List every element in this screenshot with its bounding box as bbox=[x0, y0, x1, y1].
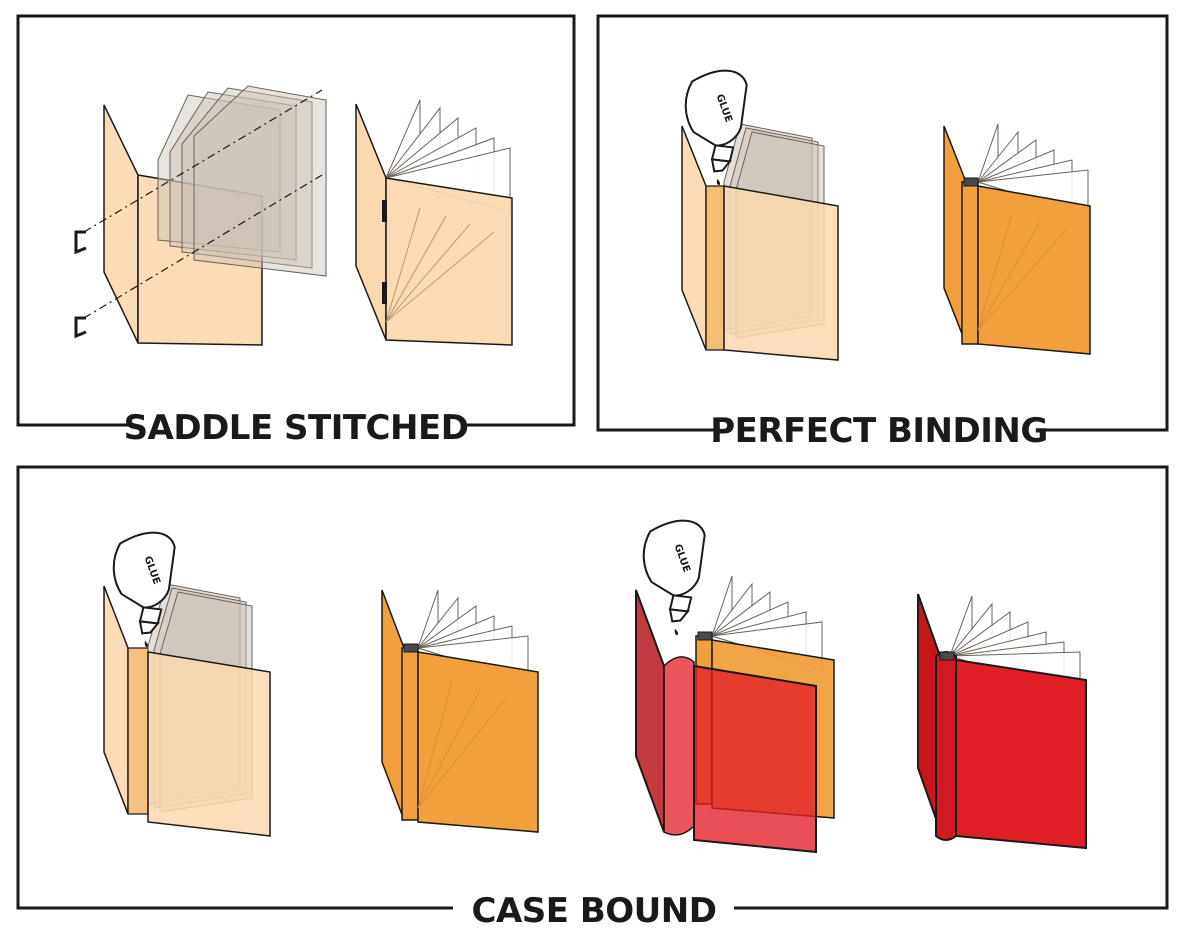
case-bound-panel: CASE BOUND GLUE bbox=[16, 465, 1169, 931]
saddle-stitch-exploded-book bbox=[74, 85, 327, 346]
staple-top bbox=[74, 230, 87, 255]
case-bound-step-glue-spine: GLUE bbox=[102, 523, 271, 837]
panel-title: CASE BOUND bbox=[472, 891, 717, 931]
saddle-stitch-finished-book bbox=[355, 99, 513, 346]
case-bound-step-bound-block bbox=[381, 589, 539, 833]
perfect-binding-exploded-book: GLUE bbox=[674, 61, 839, 361]
perfect-binding-panel: PERFECT BINDING GLUE bbox=[596, 14, 1169, 451]
glue-bottle-icon: GLUE bbox=[102, 523, 205, 651]
case-bound-finished-book bbox=[917, 593, 1087, 850]
glue-bottle-icon: GLUE bbox=[674, 61, 777, 189]
panel-frame bbox=[596, 14, 1169, 432]
saddle-stitched-panel: SADDLE STITCHED bbox=[16, 14, 576, 448]
panel-frame bbox=[16, 14, 576, 427]
panel-frame bbox=[16, 465, 1169, 910]
glue-bottle-icon: GLUE bbox=[632, 511, 735, 639]
stitch-guide-lines bbox=[83, 89, 323, 319]
panel-title: PERFECT BINDING bbox=[710, 411, 1048, 451]
perfect-binding-finished-book bbox=[943, 123, 1091, 355]
staple-top bbox=[382, 200, 387, 222]
case-bound-step-attach-case: GLUE bbox=[632, 511, 835, 854]
panel-title: SADDLE STITCHED bbox=[124, 408, 469, 448]
staple-bottom bbox=[74, 316, 87, 339]
staple-bottom bbox=[382, 282, 387, 304]
